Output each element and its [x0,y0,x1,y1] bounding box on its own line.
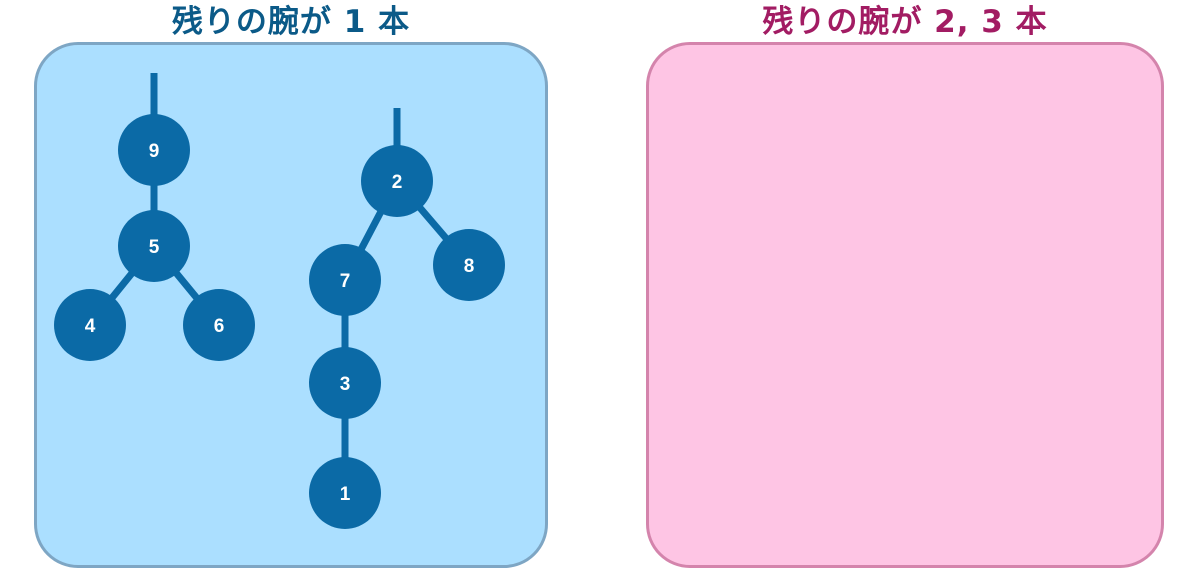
tree2-node-8-label: 8 [464,256,475,277]
tree1-node-9: 9 [118,114,190,186]
left-panel-title: 残りの腕が 1 本 [171,4,411,40]
tree2-node-2: 2 [361,145,433,217]
tree1-node-4-label: 4 [85,316,96,337]
tree2-node-7: 7 [309,244,381,316]
tree1-node-4: 4 [54,289,126,361]
tree1-node-9-label: 9 [149,141,160,162]
tree2-node-7-label: 7 [340,271,351,292]
tree2-node-1-label: 1 [340,484,351,505]
tree1-node-5: 5 [118,210,190,282]
tree1-node-6: 6 [183,289,255,361]
right-panel [646,42,1164,568]
right-panel-title: 残りの腕が 2, 3 本 [762,4,1048,40]
tree2-node-1: 1 [309,457,381,529]
tree1-node-6-label: 6 [214,316,225,337]
tree2-node-8: 8 [433,229,505,301]
tree2-node-3: 3 [309,347,381,419]
tree2-node-3-label: 3 [340,374,351,395]
tree2-node-2-label: 2 [392,172,403,193]
tree1-node-5-label: 5 [149,237,160,258]
